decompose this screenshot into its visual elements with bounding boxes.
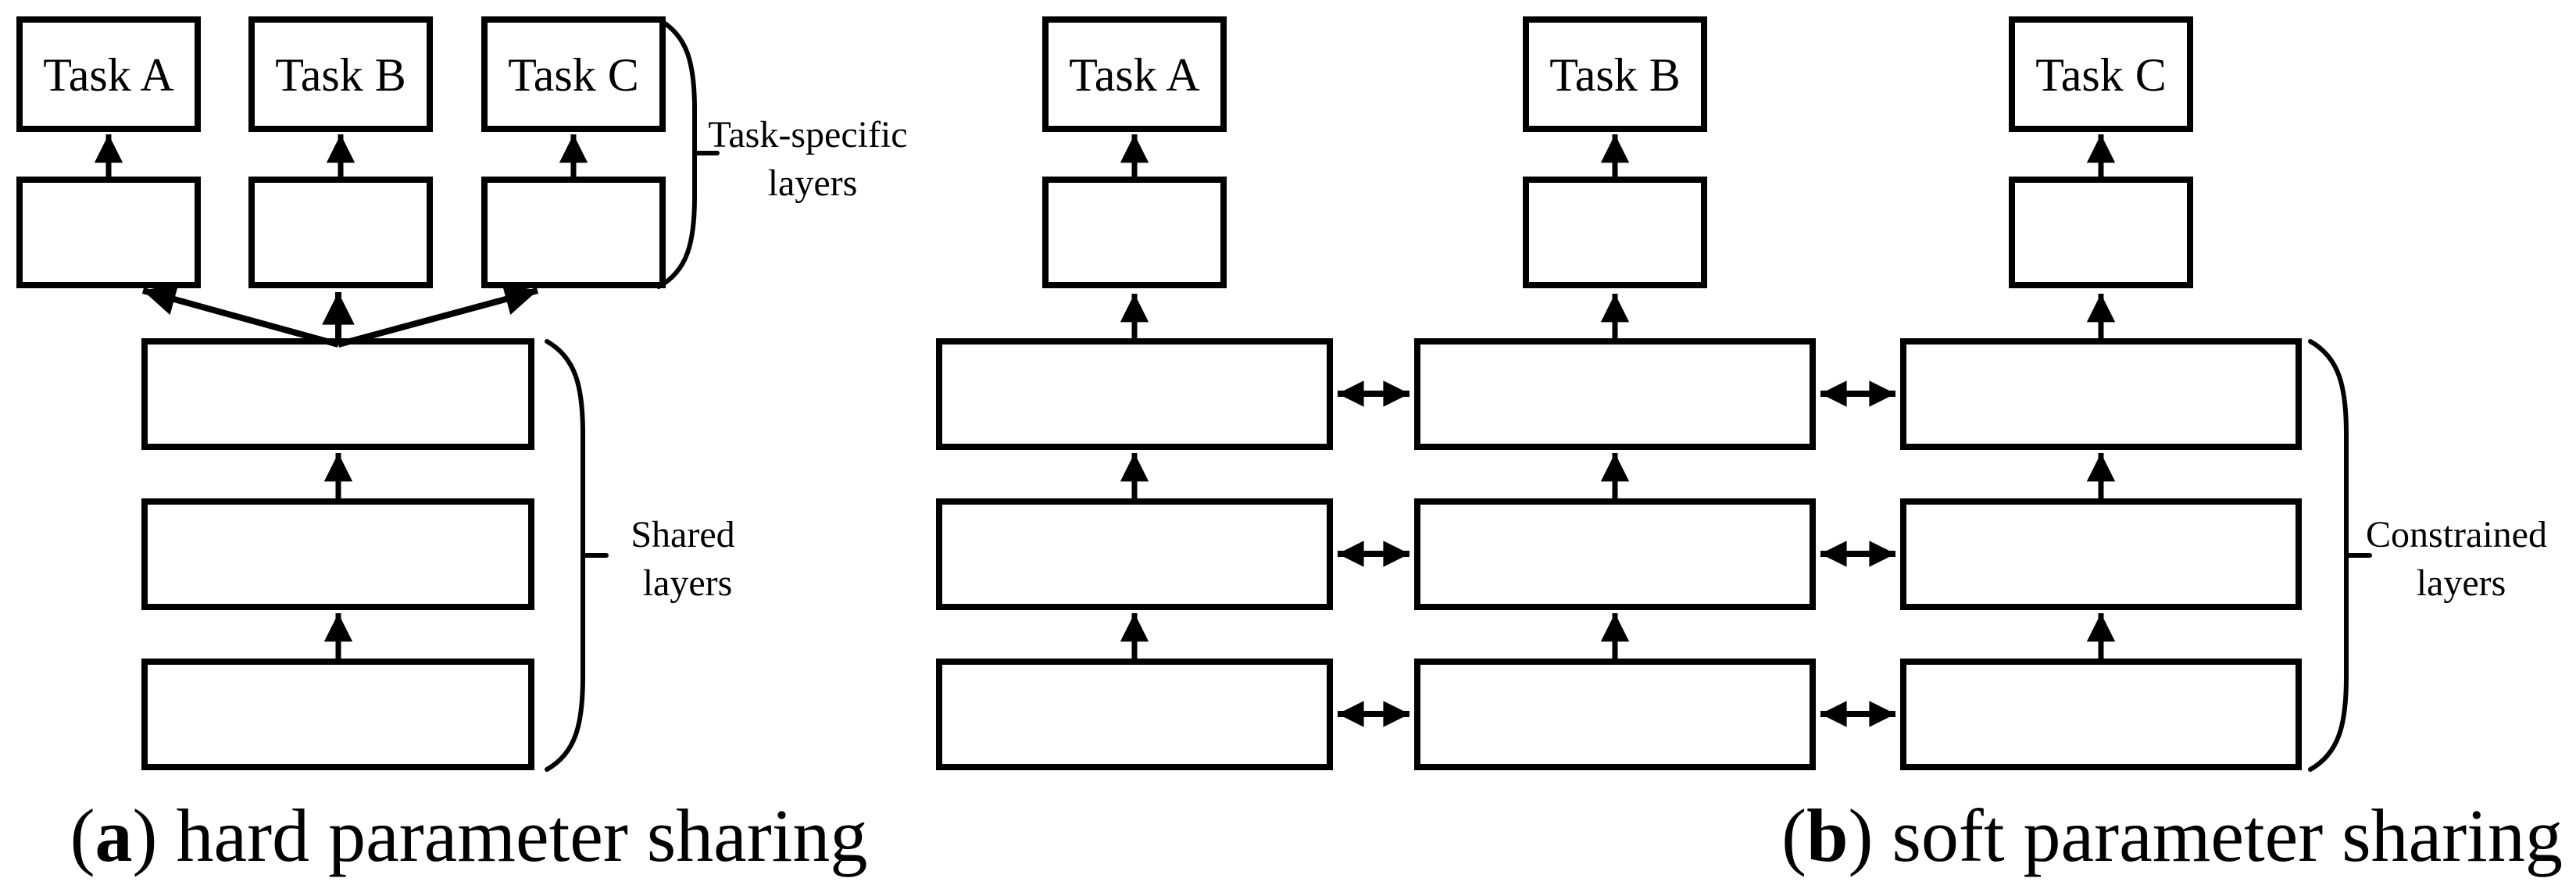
task-specific-layer-box xyxy=(248,177,433,288)
task-box-b-taskC: Task C xyxy=(2009,16,2193,132)
task-label: Task B xyxy=(1549,49,1680,101)
constrained-layer-box-r3c3 xyxy=(1900,659,2302,770)
task-label: Task C xyxy=(508,49,638,101)
constrained-layer-box-r1c2 xyxy=(1414,338,1816,450)
constrained-layer-box-r3c1 xyxy=(936,659,1333,770)
shared-layer-box-3 xyxy=(141,659,534,770)
task-box-b-taskB: Task B xyxy=(1523,16,1707,132)
brace-constrained xyxy=(2308,339,2372,772)
task-label: Task C xyxy=(2035,49,2166,101)
panel-a: Task A Task B Task C Task-s xyxy=(16,16,916,877)
brace-task-specific xyxy=(656,17,720,289)
task-specific-layer-box xyxy=(16,177,201,288)
task-specific-layer-box xyxy=(481,177,666,288)
task-specific-layer-box xyxy=(1042,177,1227,288)
shared-layer-box-1 xyxy=(141,338,534,450)
task-label: Task A xyxy=(1069,49,1199,101)
fan-arrow-left xyxy=(141,284,340,348)
constrained-layer-box-r1c3 xyxy=(1900,338,2302,450)
brace-label-constrained: Constrained layers xyxy=(2366,514,2556,604)
constrained-layer-box-r2c3 xyxy=(1900,498,2302,610)
constrained-layer-box-r2c1 xyxy=(936,498,1333,610)
task-specific-layer-box xyxy=(2009,177,2193,288)
task-box-b-taskA: Task A xyxy=(1042,16,1227,132)
caption-panel-a: (a)hard parameter sharing xyxy=(70,794,868,877)
brace-label-shared: Shared layers xyxy=(631,514,744,604)
panel-b: Task A Task B Task C xyxy=(936,16,2563,877)
constrained-layer-box-r3c2 xyxy=(1414,659,1816,770)
fan-arrow-right xyxy=(337,283,539,348)
brace-label-task-specific: Task-specific layers xyxy=(708,114,916,204)
constrained-layer-box-r2c2 xyxy=(1414,498,1816,610)
task-box-a-taskA: Task A xyxy=(16,16,201,132)
shared-layer-box-2 xyxy=(141,498,534,610)
task-box-a-taskC: Task C xyxy=(481,16,666,132)
task-box-a-taskB: Task B xyxy=(248,16,433,132)
caption-panel-b: (b)soft parameter sharing xyxy=(1781,794,2563,877)
brace-shared xyxy=(545,339,609,772)
task-label: Task B xyxy=(275,49,406,101)
constrained-layer-box-r1c1 xyxy=(936,338,1333,450)
task-specific-layer-box xyxy=(1523,177,1707,288)
task-label: Task A xyxy=(43,49,173,101)
